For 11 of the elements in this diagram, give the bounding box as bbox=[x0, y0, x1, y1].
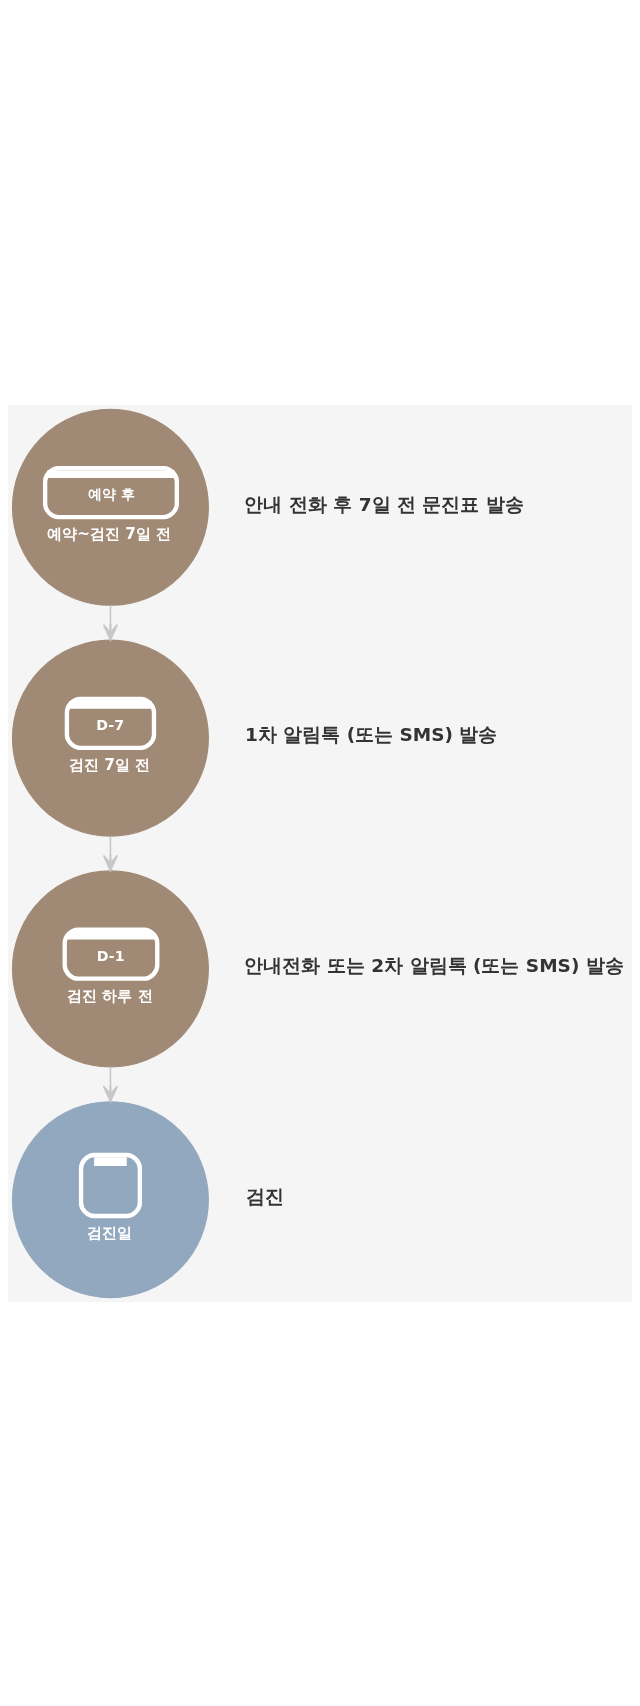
arrow bbox=[102, 834, 119, 871]
node-circle: D-7 검진 7일 전 bbox=[11, 639, 209, 837]
arrow bbox=[102, 1065, 119, 1102]
node-label: 검진 bbox=[245, 1185, 284, 1207]
node-circle: 검진일 bbox=[11, 1100, 209, 1298]
node-label: 1차 알림톡 (또는 SMS) 발송 bbox=[244, 723, 498, 745]
arrow bbox=[102, 604, 119, 641]
node-circle: D-1 검진 하루 전 bbox=[11, 869, 209, 1067]
node-label: 안내 전화 후 7일 전 문진표 발송 bbox=[244, 493, 524, 515]
node-circle: 예약 후 예약~검진 7일 전 bbox=[11, 408, 209, 606]
node-label: 안내전화 또는 2차 알림톡 (또는 SMS) 발송 bbox=[244, 954, 624, 976]
